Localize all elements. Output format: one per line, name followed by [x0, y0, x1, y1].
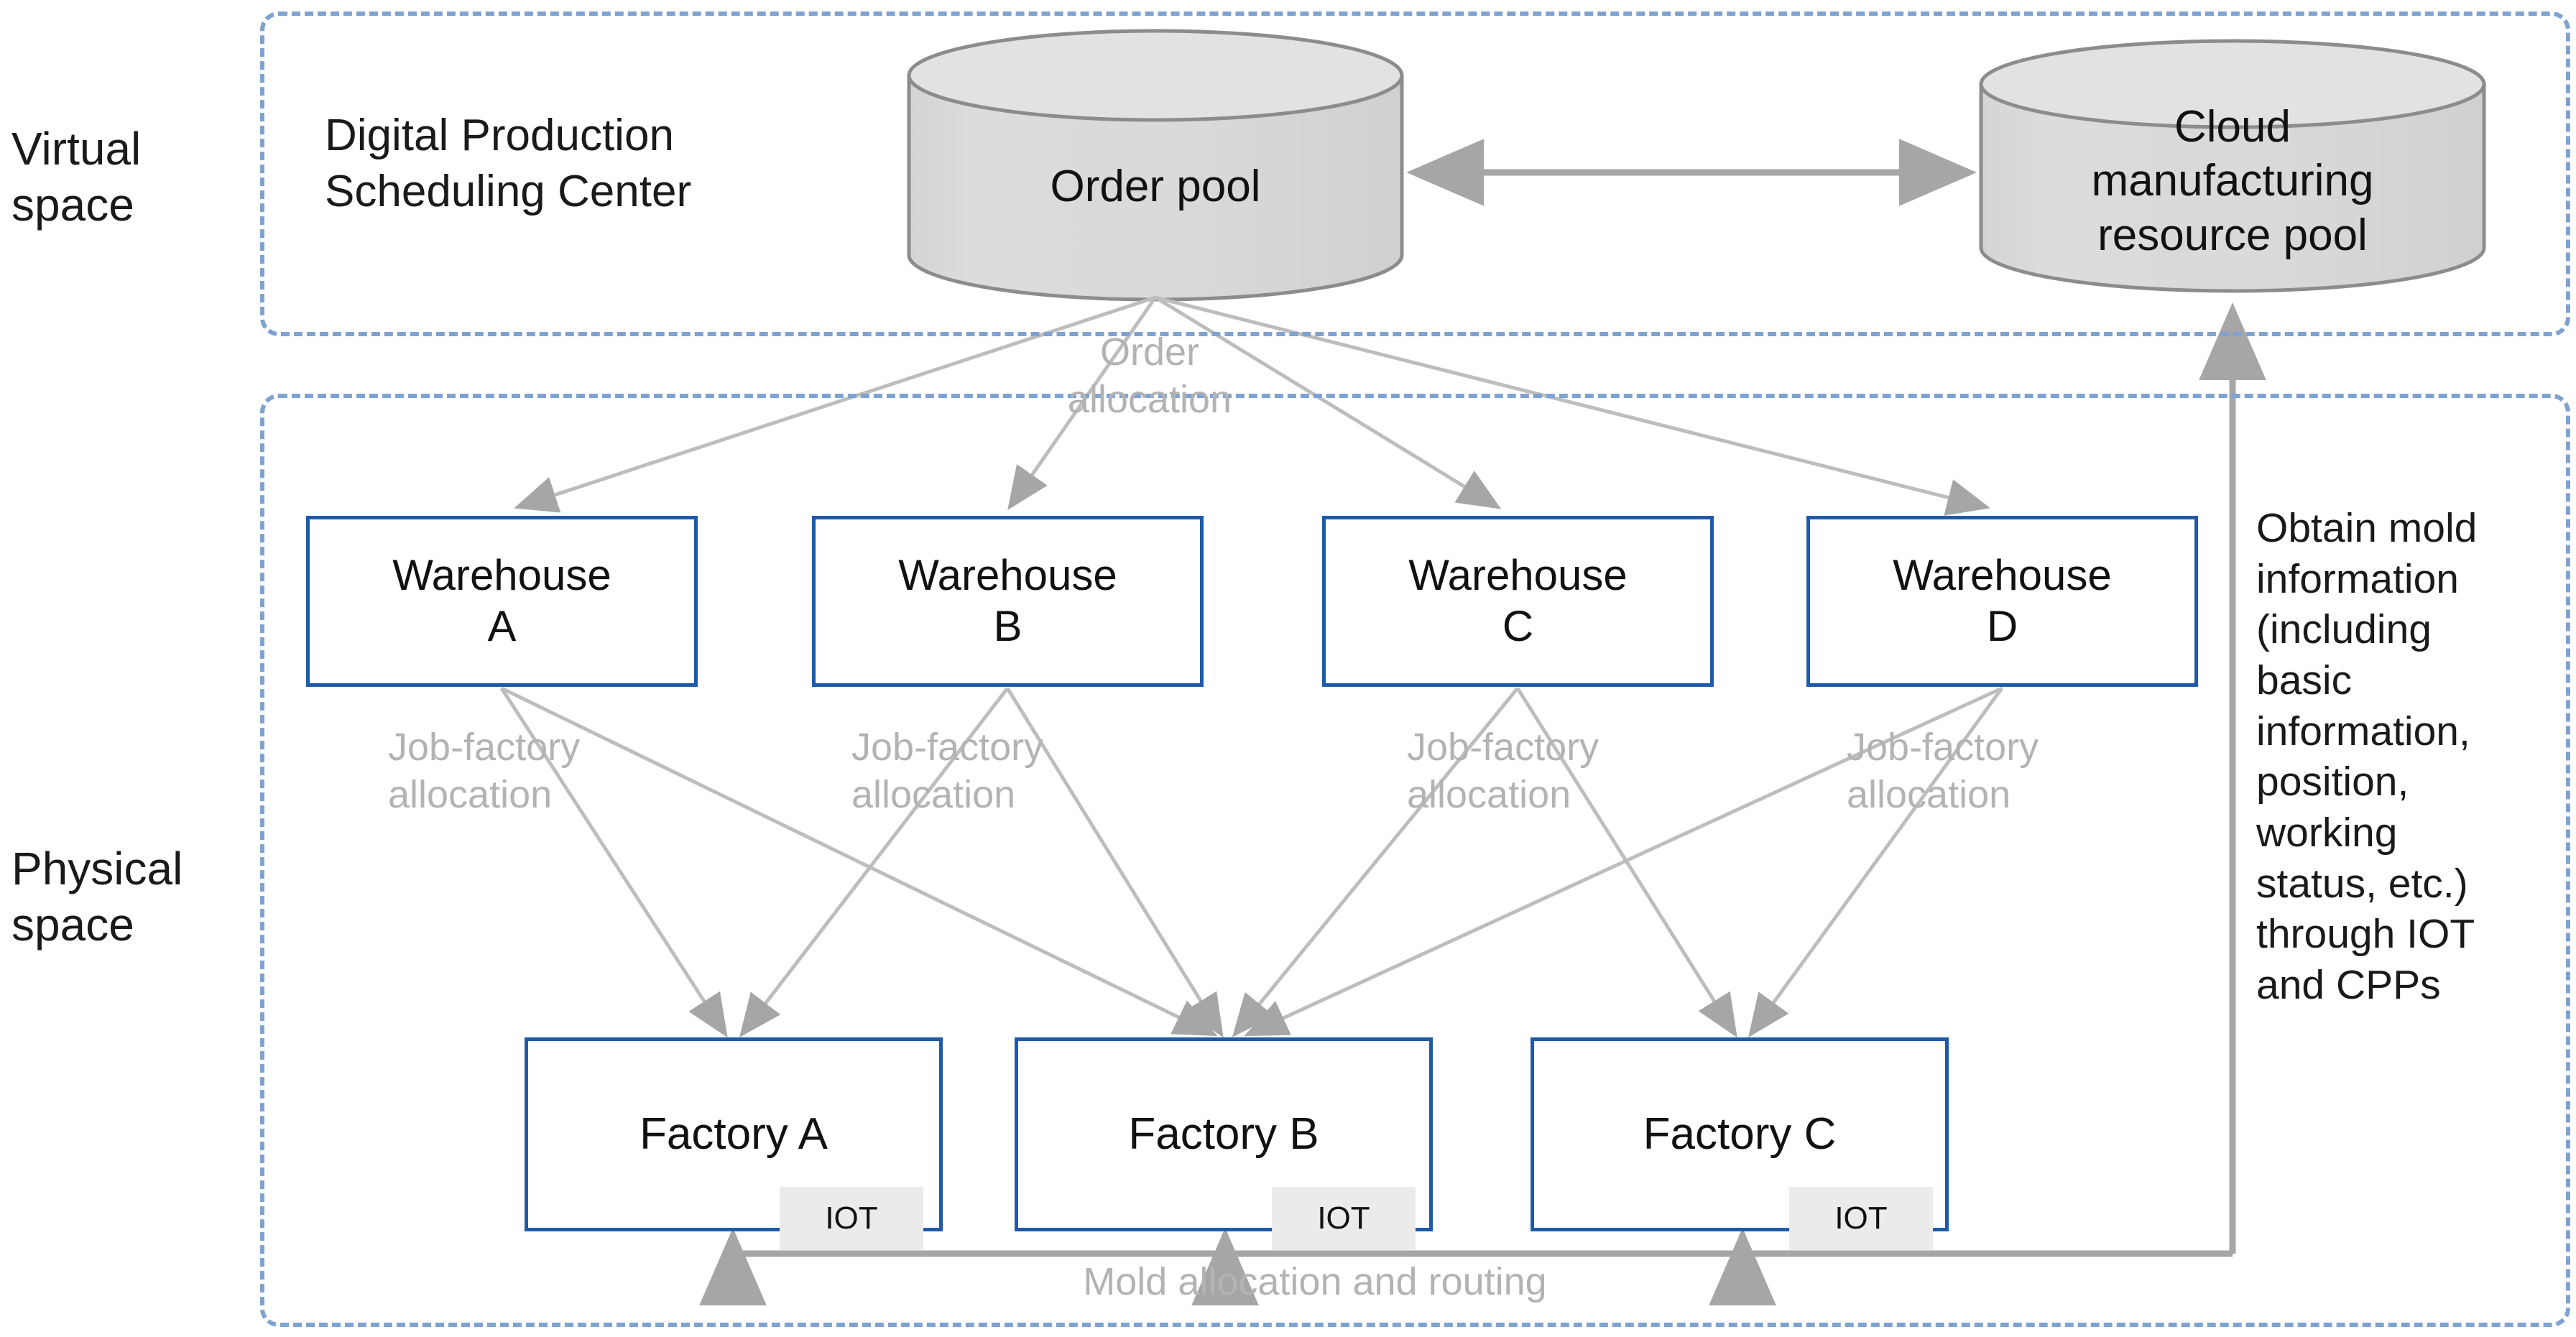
side-note-mold-information: Obtain mold information (including basic…: [2256, 505, 2478, 1009]
factory-a-label: Factory A: [640, 1109, 828, 1160]
order-pool-node[interactable]: Order pool: [909, 75, 1402, 298]
virtual-space-container: [260, 11, 2570, 336]
factory-b-label: Factory B: [1128, 1109, 1319, 1160]
edge-label-job-factory-allocation-4: Job-factory allocation: [1847, 726, 2039, 816]
iot-chip-a-label: IOT: [825, 1200, 878, 1236]
warehouse-a-node[interactable]: Warehouse A: [306, 516, 698, 687]
warehouse-c-label: Warehouse C: [1408, 551, 1628, 650]
warehouse-d-node[interactable]: Warehouse D: [1806, 516, 2198, 687]
factory-c-label: Factory C: [1643, 1109, 1837, 1160]
warehouse-d-label: Warehouse D: [1893, 551, 2112, 650]
warehouse-a-label: Warehouse A: [392, 551, 611, 650]
iot-chip-b-label: IOT: [1317, 1200, 1370, 1236]
physical-space-container: [260, 394, 2570, 1327]
edge-label-job-factory-allocation-3: Job-factory allocation: [1407, 726, 1599, 816]
cloud-pool-node[interactable]: Cloud manufacturing resource pool: [1981, 70, 2484, 292]
edge-label-mold-allocation: Mold allocation and routing: [1083, 1260, 1547, 1303]
cloud-pool-label: Cloud manufacturing resource pool: [2091, 101, 2374, 260]
iot-chip-factory-c[interactable]: IOT: [1789, 1187, 1933, 1250]
edge-label-job-factory-allocation-1: Job-factory allocation: [388, 726, 581, 816]
zone-label-physical: Physical space: [11, 843, 183, 951]
warehouse-b-node[interactable]: Warehouse B: [812, 516, 1204, 687]
edge-label-job-factory-allocation-2: Job-factory allocation: [851, 726, 1044, 816]
iot-chip-factory-b[interactable]: IOT: [1272, 1187, 1416, 1250]
warehouse-b-label: Warehouse B: [898, 551, 1117, 650]
iot-chip-factory-a[interactable]: IOT: [780, 1187, 923, 1250]
factory-b-node[interactable]: Factory B: [1015, 1037, 1433, 1231]
zone-label-virtual: Virtual space: [11, 123, 142, 231]
warehouse-c-node[interactable]: Warehouse C: [1322, 516, 1714, 687]
order-pool-label: Order pool: [1050, 162, 1261, 212]
edge-label-order-allocation: Order allocation: [1067, 330, 1232, 421]
iot-chip-c-label: IOT: [1834, 1200, 1888, 1236]
page-title: Digital Production Scheduling Center: [325, 111, 692, 216]
